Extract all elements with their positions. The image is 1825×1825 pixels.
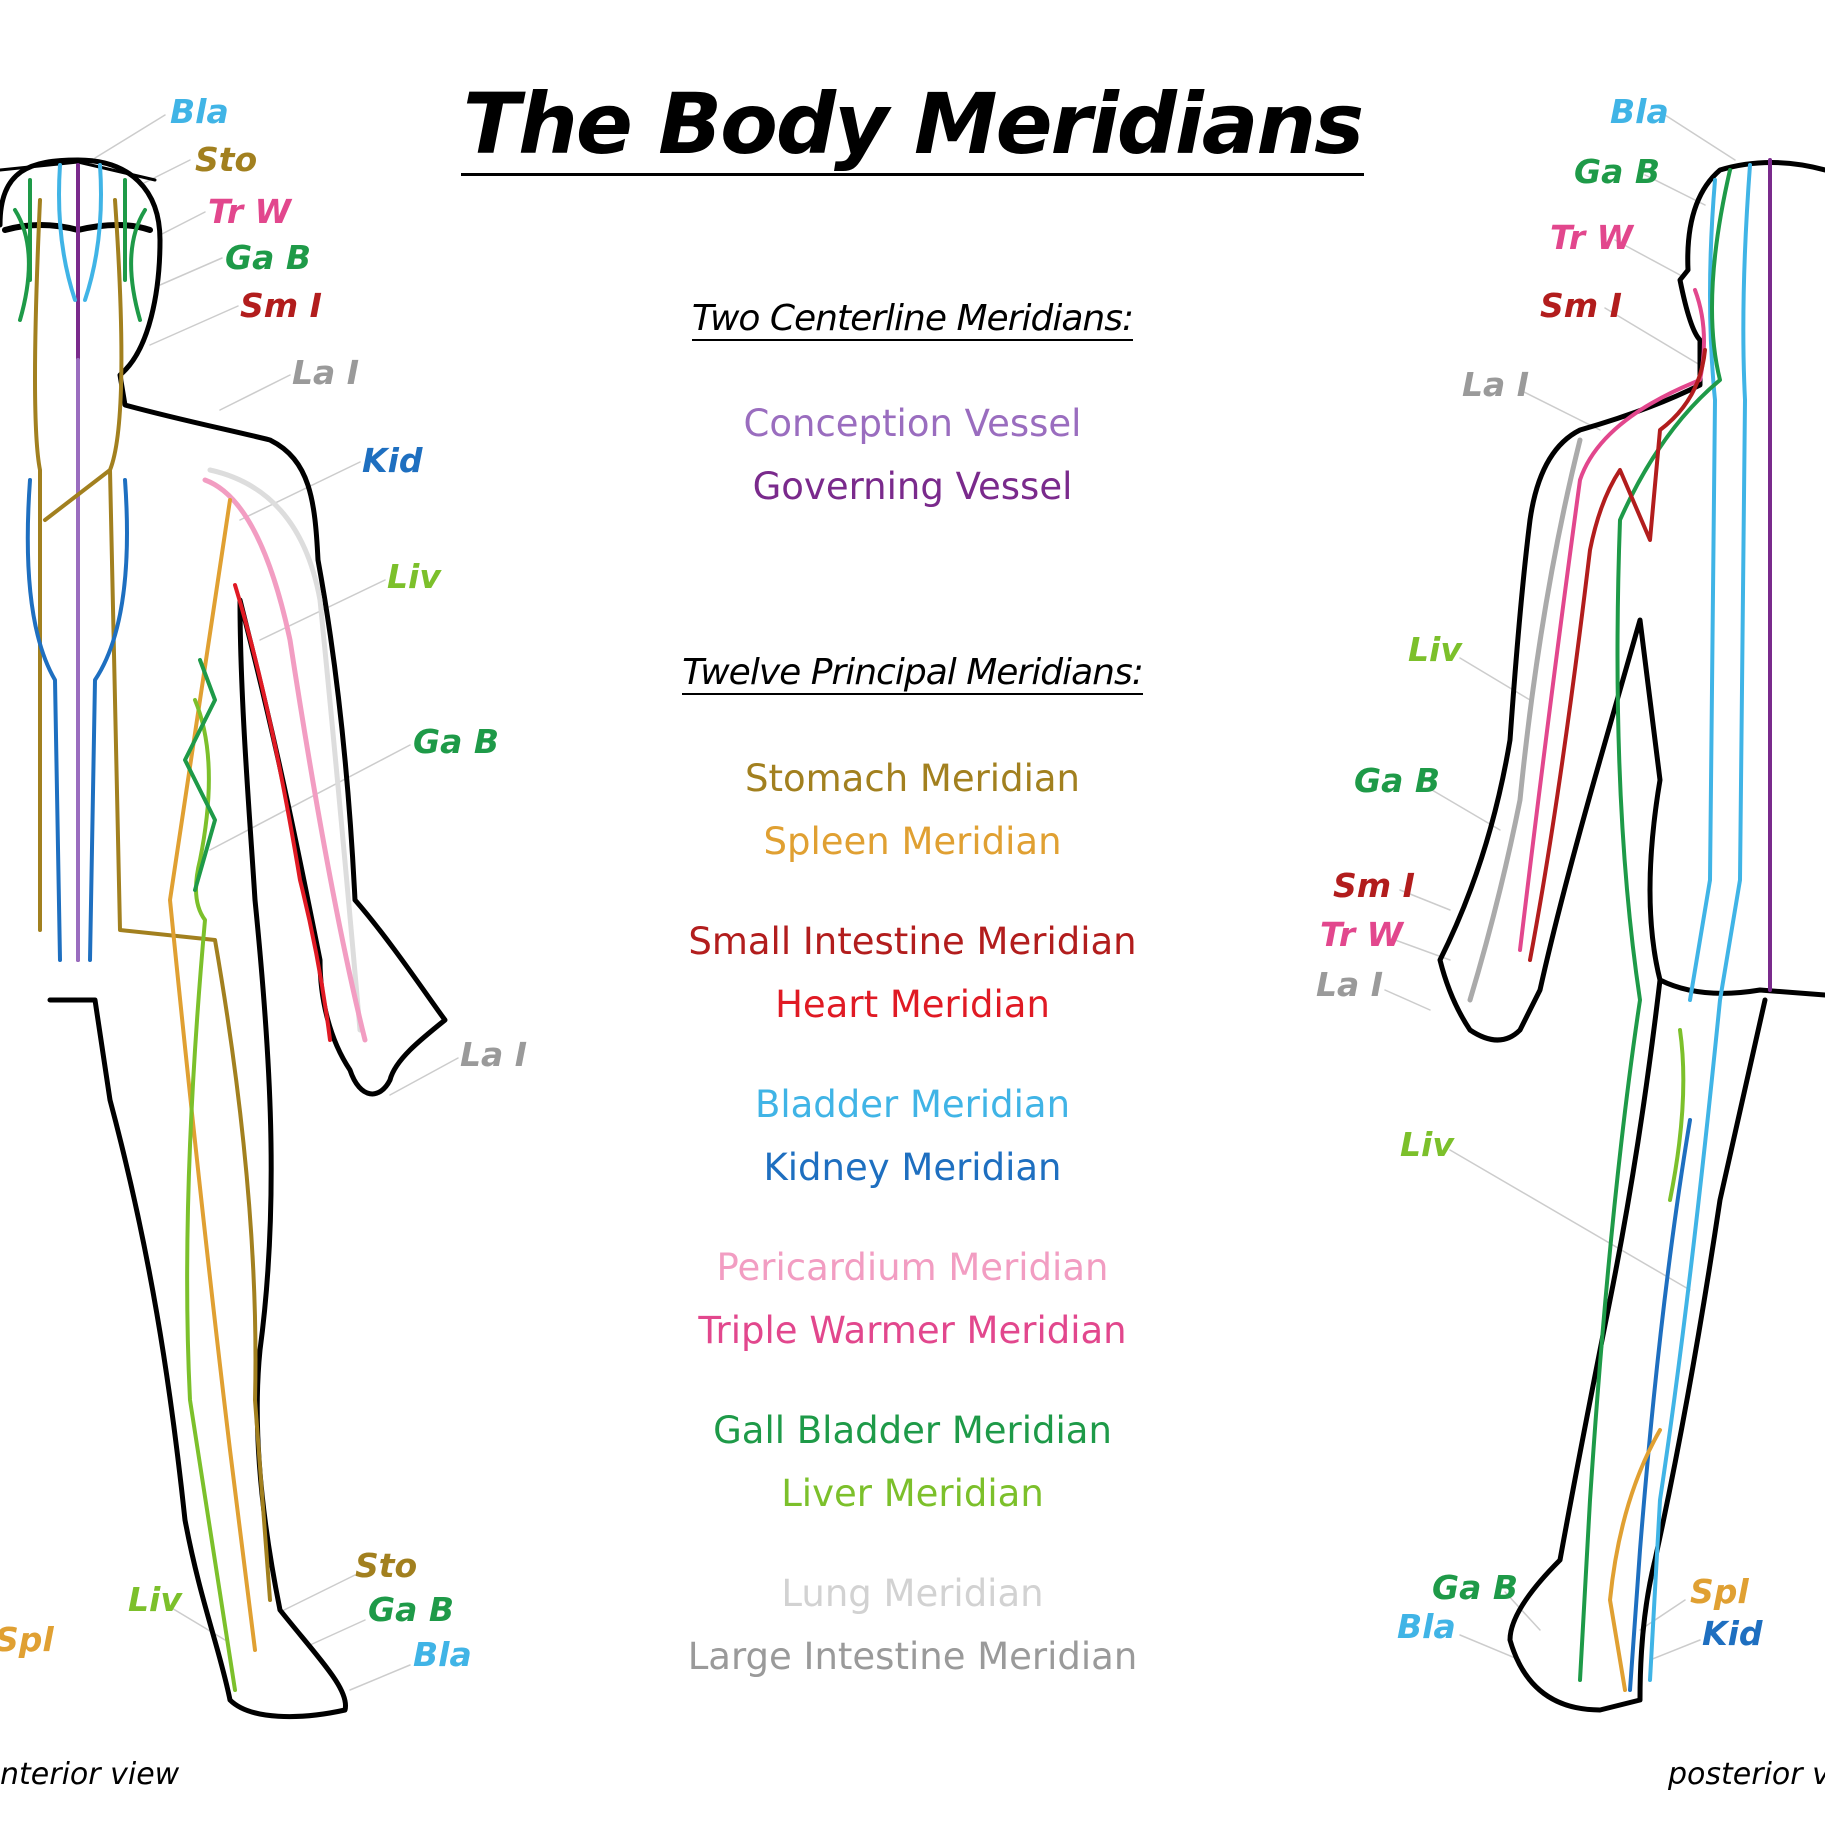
anterior-label-lai: La I <box>292 353 360 392</box>
posterior-label-lai-2: La I <box>1316 965 1384 1004</box>
page-title: The Body Meridians <box>0 75 1825 176</box>
anterior-label-bla: Bla <box>170 92 229 131</box>
posterior-label-kid: Kid <box>1702 1614 1763 1653</box>
anterior-label-trw: Tr W <box>208 192 292 231</box>
legend-triple-warmer: Triple Warmer Meridian <box>698 1309 1127 1352</box>
anterior-view-caption: nterior view <box>0 1757 180 1792</box>
posterior-view-caption: posterior vi <box>1668 1757 1825 1792</box>
legend-liver: Liver Meridian <box>781 1472 1044 1515</box>
posterior-label-smi-2: Sm I <box>1333 866 1415 905</box>
centerline-heading-text: Two Centerline Meridians: <box>691 298 1134 341</box>
anterior-label-smi: Sm I <box>240 286 322 325</box>
anterior-label-sto-2: Sto <box>355 1546 418 1585</box>
legend-pericardium: Pericardium Meridian <box>716 1246 1109 1289</box>
anterior-body-figure <box>0 114 459 1720</box>
centerline-heading: Two Centerline Meridians: <box>0 298 1825 341</box>
anterior-label-sto: Sto <box>195 140 258 179</box>
posterior-label-gab: Ga B <box>1574 152 1660 191</box>
anterior-label-kid: Kid <box>362 441 423 480</box>
legend-gall-bladder: Gall Bladder Meridian <box>713 1409 1112 1452</box>
posterior-label-gab-3: Ga B <box>1432 1568 1518 1607</box>
posterior-label-bla: Bla <box>1610 92 1669 131</box>
anterior-label-liv: Liv <box>387 557 441 596</box>
anterior-label-liv-2: Liv <box>128 1580 182 1619</box>
legend-heart: Heart Meridian <box>775 983 1050 1026</box>
principal-heading: Twelve Principal Meridians: <box>0 652 1825 695</box>
anterior-label-gab-2: Ga B <box>413 722 499 761</box>
legend-governing-vessel: Governing Vessel <box>752 465 1073 508</box>
posterior-label-bla-2: Bla <box>1397 1607 1456 1646</box>
legend-bladder: Bladder Meridian <box>754 1083 1071 1126</box>
posterior-label-smi: Sm I <box>1540 286 1622 325</box>
posterior-label-liv-2: Liv <box>1400 1125 1454 1164</box>
anterior-label-bla-2: Bla <box>413 1635 472 1674</box>
legend-spleen: Spleen Meridian <box>763 820 1062 863</box>
legend-lung: Lung Meridian <box>781 1572 1044 1615</box>
anterior-label-spl: Spl <box>0 1620 54 1659</box>
posterior-label-trw: Tr W <box>1550 218 1634 257</box>
posterior-label-liv: Liv <box>1408 630 1462 669</box>
principal-heading-text: Twelve Principal Meridians: <box>682 652 1144 695</box>
legend-stomach: Stomach Meridian <box>745 757 1080 800</box>
anterior-label-lai-2: La I <box>460 1035 528 1074</box>
posterior-label-trw-2: Tr W <box>1320 915 1404 954</box>
anterior-label-gab-3: Ga B <box>368 1590 454 1629</box>
page-title-text: The Body Meridians <box>460 75 1364 176</box>
legend-large-intestine: Large Intestine Meridian <box>687 1635 1138 1678</box>
posterior-label-spl: Spl <box>1690 1572 1749 1611</box>
posterior-label-gab-2: Ga B <box>1354 761 1440 800</box>
posterior-body-figure <box>1384 114 1825 1713</box>
legend-small-intestine: Small Intestine Meridian <box>688 920 1137 963</box>
posterior-label-lai: La I <box>1462 365 1530 404</box>
legend-conception-vessel: Conception Vessel <box>743 402 1082 445</box>
legend-kidney: Kidney Meridian <box>763 1146 1062 1189</box>
anterior-label-gab: Ga B <box>225 238 311 277</box>
